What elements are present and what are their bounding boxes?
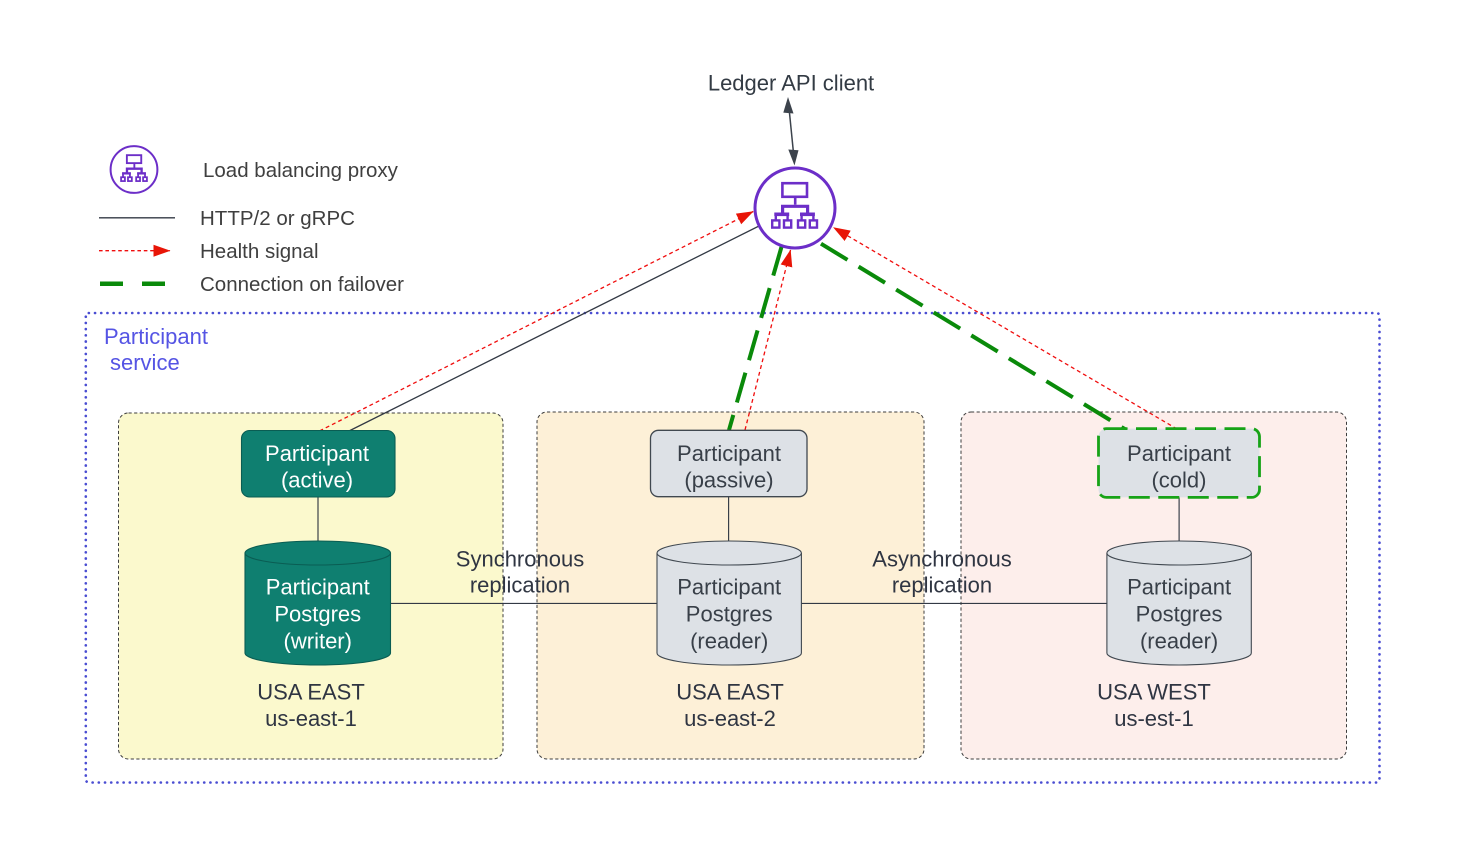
svg-text:us-east-1: us-east-1	[265, 706, 357, 731]
svg-text:Participant: Participant	[677, 441, 781, 466]
svg-text:Connection on failover: Connection on failover	[200, 273, 404, 296]
svg-text:Participant: Participant	[265, 441, 369, 466]
svg-text:us-est-1: us-est-1	[1114, 706, 1193, 731]
svg-text:(writer): (writer)	[284, 629, 352, 654]
svg-text:(passive): (passive)	[684, 468, 773, 493]
svg-text:USA EAST: USA EAST	[676, 680, 784, 705]
svg-text:Synchronous: Synchronous	[456, 547, 584, 572]
svg-text:Participant: Participant	[1127, 441, 1231, 466]
svg-text:us-east-2: us-east-2	[684, 706, 776, 731]
svg-text:Postgres: Postgres	[686, 602, 773, 627]
svg-text:service: service	[110, 350, 180, 375]
svg-text:Asynchronous: Asynchronous	[872, 547, 1011, 572]
svg-text:Load balancing proxy: Load balancing proxy	[203, 159, 399, 182]
svg-text:Postgres: Postgres	[274, 602, 361, 627]
svg-text:Participant: Participant	[677, 575, 781, 600]
svg-text:(reader): (reader)	[1140, 629, 1218, 654]
svg-text:Health signal: Health signal	[200, 240, 319, 263]
svg-text:(reader): (reader)	[690, 629, 768, 654]
svg-text:USA EAST: USA EAST	[257, 680, 365, 705]
svg-text:replication: replication	[892, 573, 992, 598]
svg-text:Postgres: Postgres	[1136, 602, 1223, 627]
svg-text:Participant: Participant	[266, 575, 370, 600]
svg-text:(active): (active)	[281, 468, 353, 493]
svg-text:Ledger API client: Ledger API client	[708, 71, 874, 96]
svg-text:replication: replication	[470, 573, 570, 598]
svg-text:(cold): (cold)	[1151, 468, 1206, 493]
svg-text:USA WEST: USA WEST	[1097, 680, 1211, 705]
svg-text:Participant: Participant	[1127, 575, 1231, 600]
svg-text:HTTP/2 or gRPC: HTTP/2 or gRPC	[200, 207, 355, 230]
svg-text:Participant: Participant	[104, 324, 208, 349]
